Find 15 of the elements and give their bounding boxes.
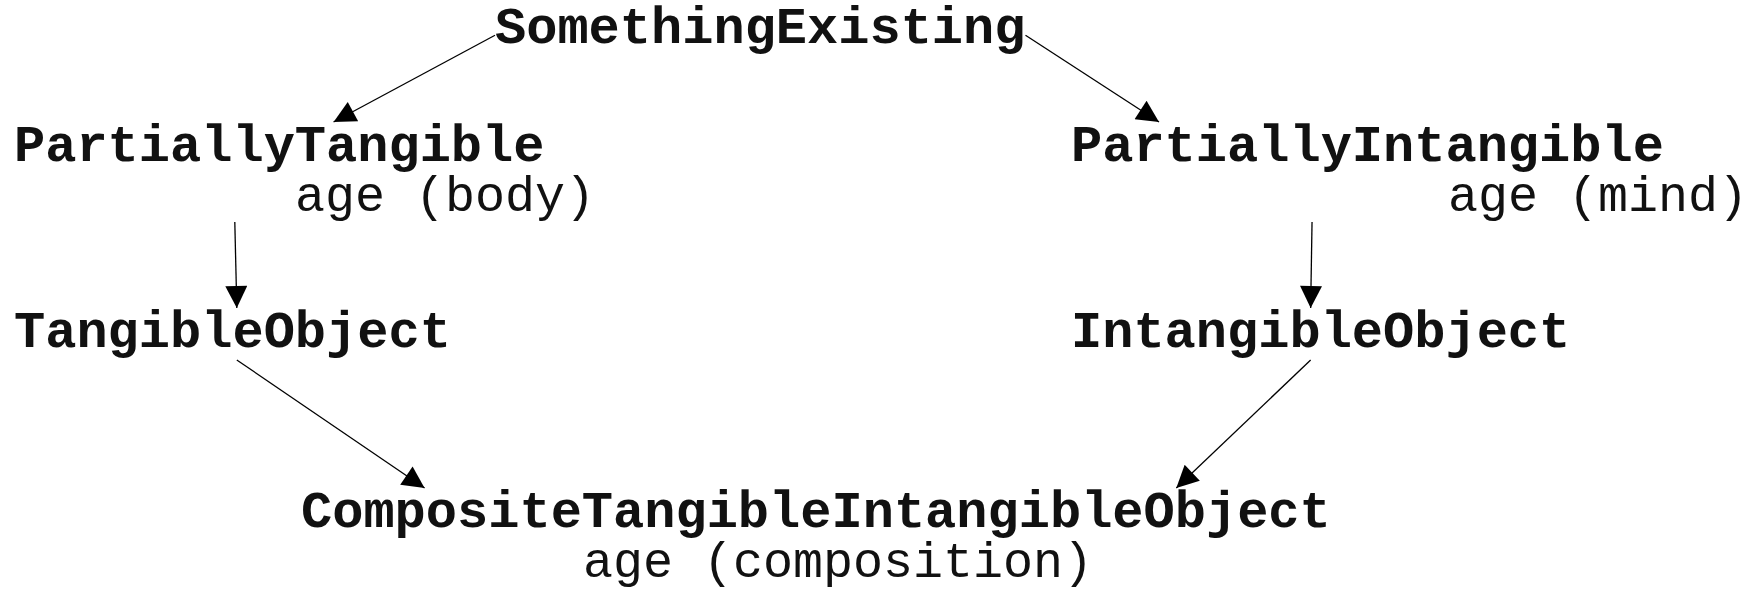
class-name: TangibleObject — [14, 308, 451, 360]
class-name: CompositeTangibleIntangibleObject — [301, 488, 1331, 540]
class-name: SomethingExisting — [495, 4, 1026, 56]
arrow — [236, 359, 426, 489]
arrow — [332, 34, 496, 123]
arrow — [1300, 221, 1322, 309]
class-name: IntangibleObject — [1071, 308, 1571, 360]
attribute-text: age (mind) — [1448, 174, 1749, 222]
attribute-text: age (body) — [295, 174, 596, 222]
class-name: PartiallyIntangible — [1071, 122, 1664, 174]
arrow — [1175, 359, 1312, 489]
arrow — [225, 221, 248, 309]
class-name: PartiallyTangible — [14, 122, 545, 174]
attribute-text: age (composition) — [583, 540, 1094, 588]
arrow — [1024, 34, 1160, 123]
